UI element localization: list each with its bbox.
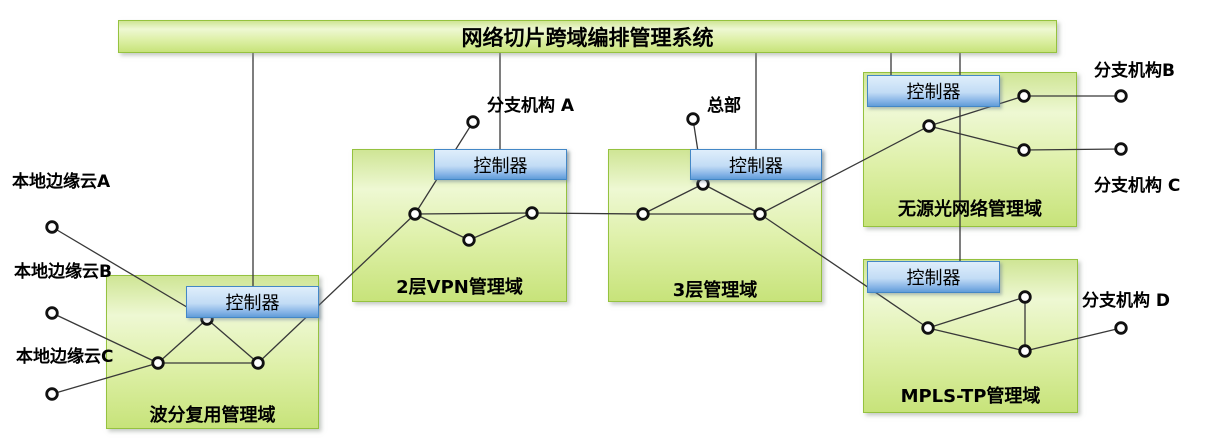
network-node-branchA (466, 115, 480, 129)
network-node-cloudC (45, 387, 59, 401)
orchestrator-title: 网络切片跨域编排管理系统 (461, 25, 714, 50)
network-node-hq (686, 112, 700, 126)
network-node-l3c (753, 207, 767, 221)
controller-vpn-label: 控制器 (473, 155, 528, 177)
network-node-pon3 (1017, 143, 1031, 157)
link-mpls1-mpls3 (927, 327, 1026, 352)
network-node-pon2 (1017, 89, 1031, 103)
orchestrator-bar: 网络切片跨域编排管理系统 (118, 20, 1057, 53)
link-vpn1-vpn3 (414, 212, 533, 215)
link-pon3-branchC (1023, 148, 1122, 151)
domain-label-pon: 无源光网络管理域 (898, 199, 1042, 220)
network-node-vpn1 (408, 207, 422, 221)
network-node-wdm2 (151, 356, 165, 370)
link-pon1-pon2 (928, 95, 1025, 127)
network-node-mpls2 (1018, 290, 1032, 304)
network-node-branchD (1114, 321, 1128, 335)
link-mpls3-branchD (1024, 327, 1122, 352)
network-node-cloudB (45, 306, 59, 320)
network-node-l3b (696, 177, 710, 191)
domain-label-vpn: 2层VPN管理域 (396, 277, 523, 298)
controller-wdm-label: 控制器 (225, 293, 280, 314)
controller-pon-label: 控制器 (906, 82, 961, 103)
link-cloudB-wdm2 (51, 312, 159, 364)
domain-label-mpls: MPLS-TP管理域 (900, 386, 1041, 407)
network-node-mpls3 (1018, 344, 1032, 358)
controller-l3: 控制器 (690, 149, 822, 180)
network-node-cloudA (45, 220, 59, 234)
edges-layer (51, 95, 1122, 395)
endpoint-label-branch-d: 分支机构 D (1082, 291, 1171, 311)
network-node-branchB (1114, 89, 1128, 103)
network-node-l3a (636, 207, 650, 221)
endpoint-label-cloud-c: 本地边缘云C (16, 347, 114, 367)
link-l3c-pon1 (759, 125, 930, 215)
link-mpls1-mpls2 (927, 296, 1026, 329)
controller-mpls: 控制器 (867, 261, 1000, 293)
link-wdm1-wdm2 (157, 318, 208, 364)
link-vpn3-l3a (531, 212, 644, 215)
link-cloudC-wdm2 (51, 362, 159, 395)
controller-mpls-label: 控制器 (906, 268, 961, 289)
network-node-pon1 (922, 119, 936, 133)
domain-label-wdm: 波分复用管理域 (149, 405, 276, 426)
link-l3c-mpls1 (759, 213, 929, 329)
link-wdm3-vpn1 (257, 213, 416, 364)
domain-label-l3: 3层管理域 (672, 280, 758, 301)
network-node-wdm3 (251, 356, 265, 370)
controller-l3-label: 控制器 (729, 155, 783, 177)
network-node-vpn3 (525, 206, 539, 220)
endpoint-label-branch-a: 分支机构 A (487, 96, 575, 116)
controller-vpn: 控制器 (434, 149, 567, 180)
endpoint-label-hq: 总部 (707, 96, 741, 116)
link-pon1-pon3 (928, 125, 1025, 151)
link-vpn1-vpn2 (414, 213, 470, 241)
link-wdm1-wdm3 (206, 318, 259, 364)
controller-wdm: 控制器 (186, 286, 319, 318)
network-node-branchC (1114, 142, 1128, 156)
endpoint-label-cloud-a: 本地边缘云A (12, 172, 111, 192)
controller-pon: 控制器 (867, 75, 1000, 107)
link-l3a-l3b (642, 183, 704, 215)
link-vpn2-vpn3 (468, 212, 533, 241)
endpoint-label-cloud-b: 本地边缘云B (14, 262, 112, 282)
endpoint-label-branch-c: 分支机构 C (1094, 176, 1181, 196)
link-cloudA-wdm1 (51, 226, 208, 320)
network-node-vpn2 (462, 233, 476, 247)
link-l3b-l3c (702, 183, 761, 215)
network-node-mpls1 (921, 321, 935, 335)
nodes-layer (45, 89, 1128, 401)
endpoint-label-branch-b: 分支机构B (1094, 61, 1175, 81)
drop-lines-layer (252, 53, 961, 286)
